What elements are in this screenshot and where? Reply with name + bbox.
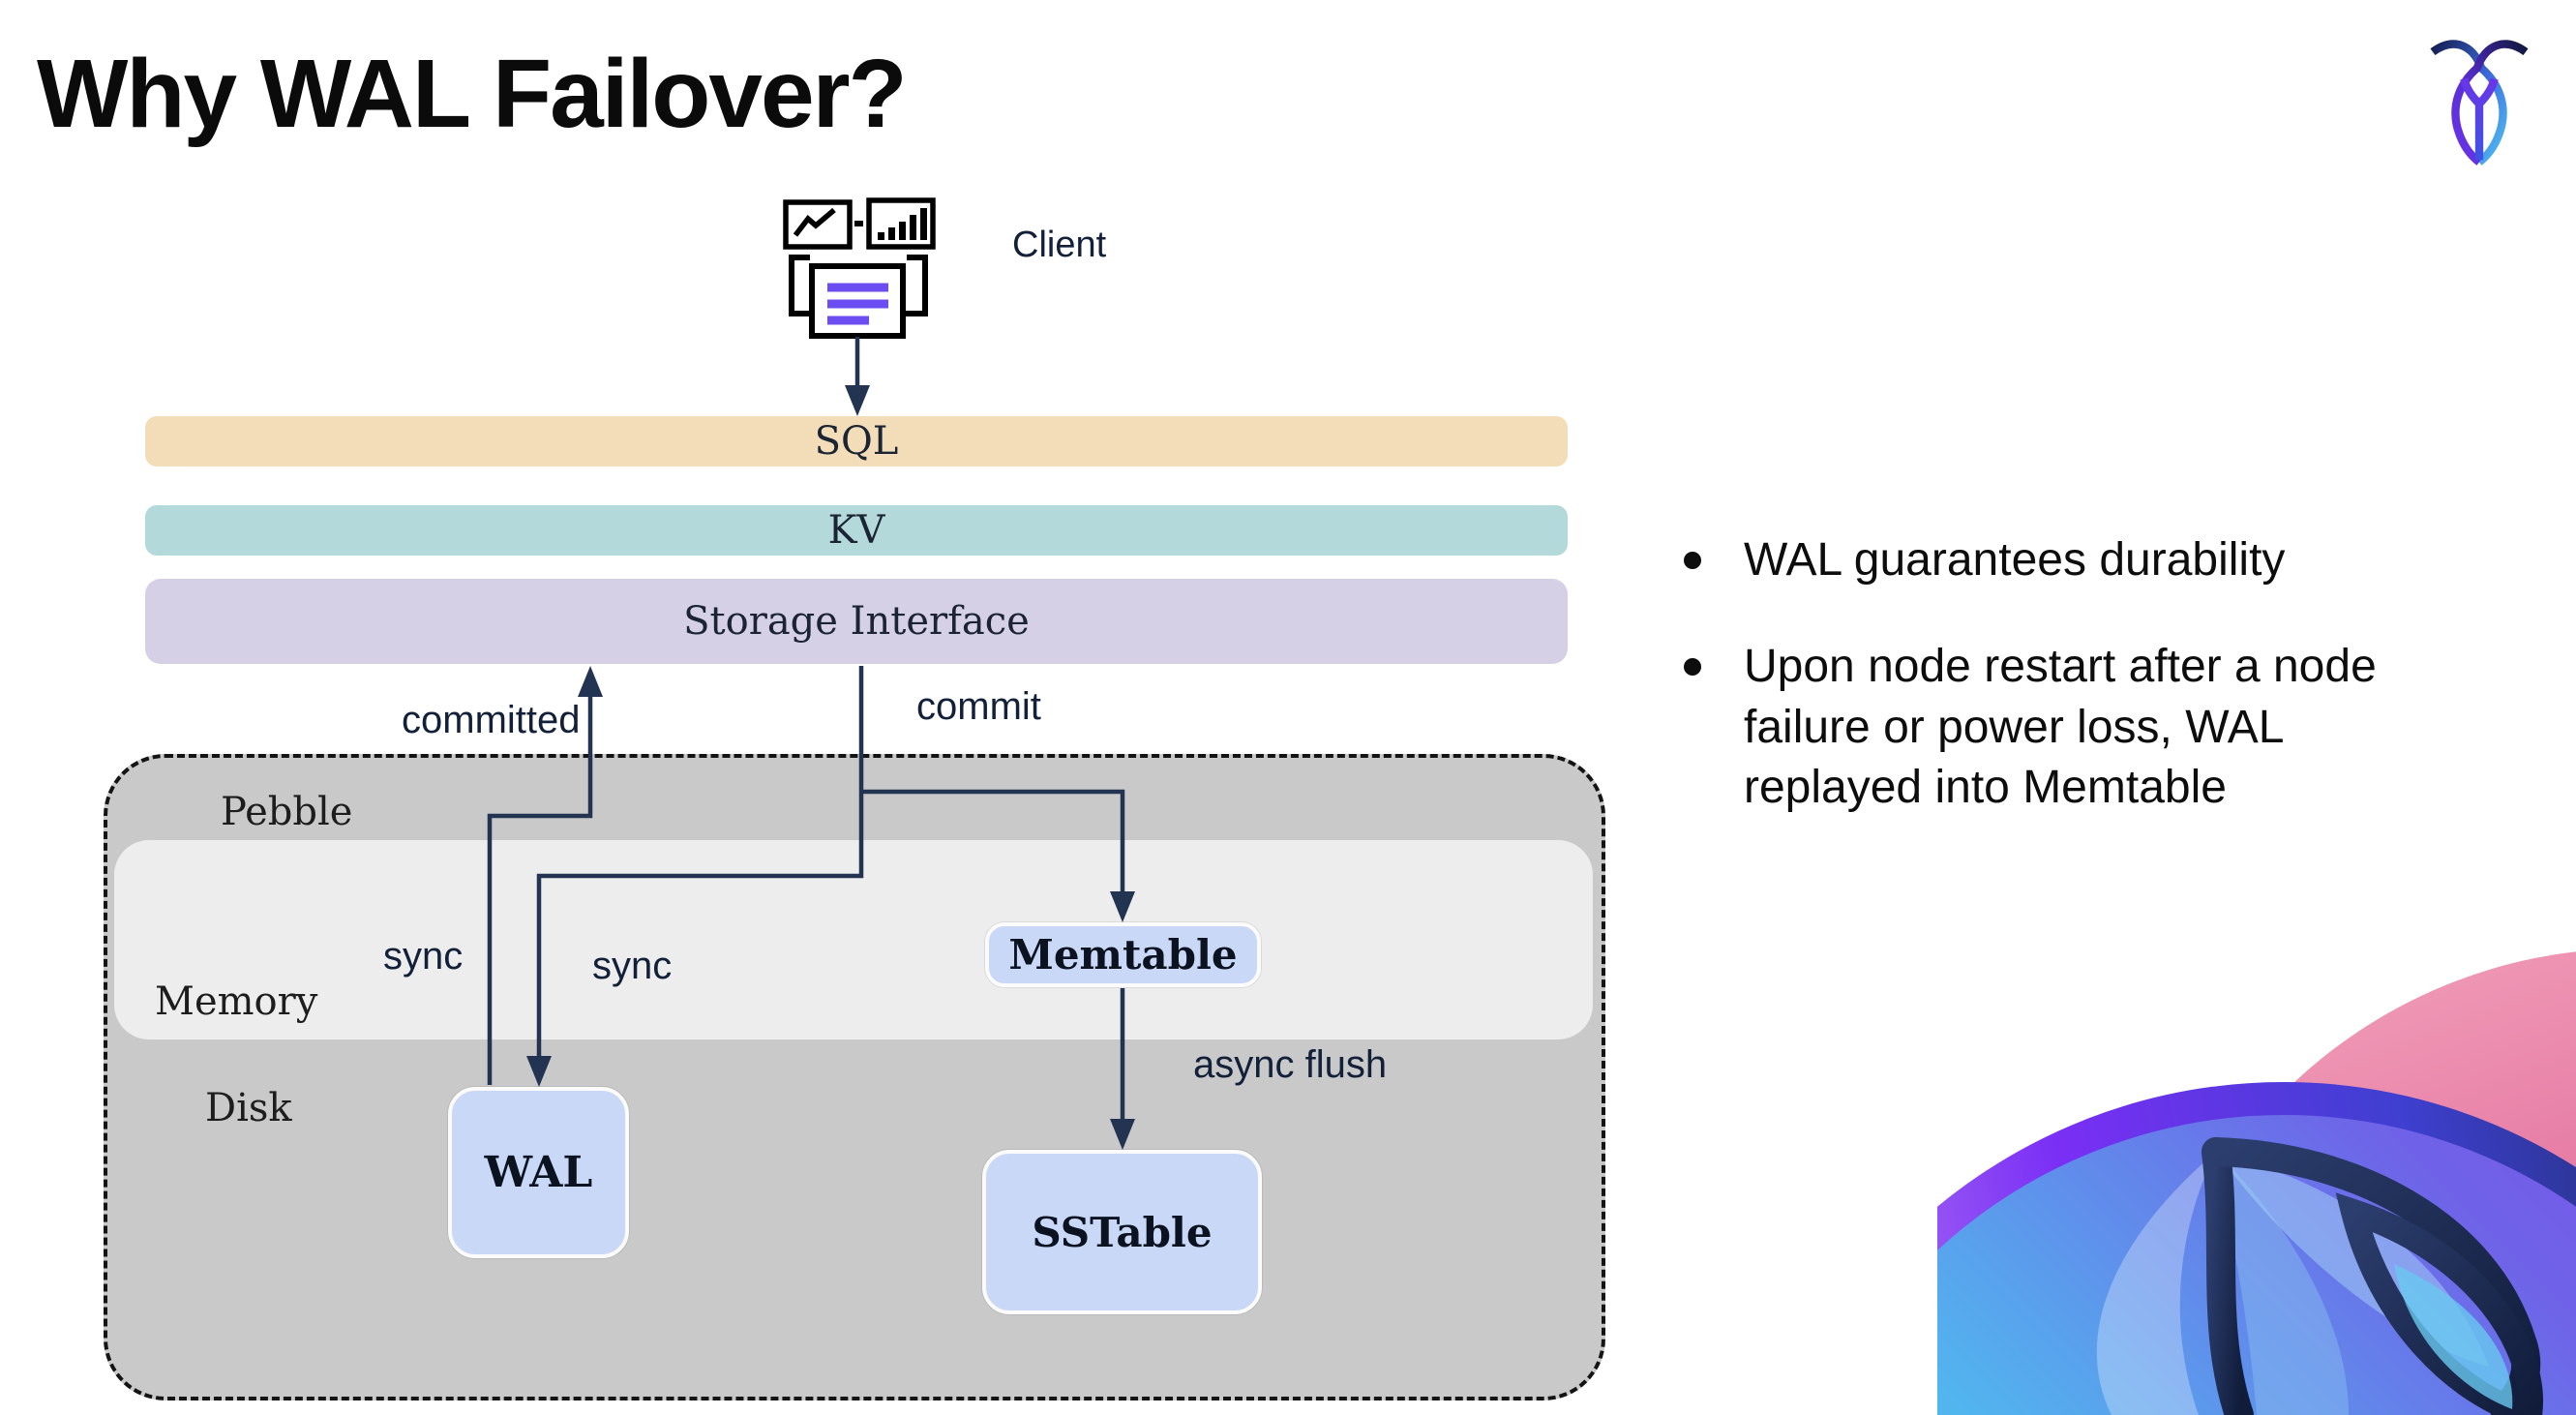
storage-interface-layer-bar: Storage Interface (145, 579, 1568, 664)
edge-label-sync-right: sync (592, 945, 673, 987)
sql-layer-label: SQL (814, 419, 899, 464)
bullet-dot (1684, 552, 1701, 569)
bullet-list: WAL guarantees durability Upon node rest… (1684, 530, 2477, 819)
bullet-dot (1684, 658, 1701, 677)
bracket-right-icon (897, 255, 928, 316)
edge-label-async-flush: async flush (1193, 1043, 1388, 1086)
dash-glyph (854, 221, 863, 226)
sql-layer-bar: SQL (145, 416, 1568, 467)
memtable-box: Memtable (985, 922, 1261, 987)
sstable-box-label: SSTable (1032, 1208, 1213, 1256)
kv-layer-label: KV (827, 508, 885, 553)
client-label: Client (1012, 225, 1107, 265)
sstable-box: SSTable (982, 1150, 1262, 1314)
edge-label-commit: commit (916, 685, 1041, 728)
arrowhead-up-storage (578, 666, 603, 697)
bullet-text: Upon node restart after a node failure o… (1744, 641, 2377, 814)
memory-zone (114, 840, 1593, 1039)
edge-label-sync-left: sync (383, 935, 464, 978)
bracket-left-icon (789, 255, 820, 316)
memtable-box-label: Memtable (1008, 931, 1238, 978)
wal-box-label: WAL (484, 1148, 593, 1197)
kv-layer-bar: KV (145, 505, 1568, 556)
client-icon (783, 197, 936, 339)
brand-sphere-art (1937, 951, 2576, 1415)
disk-label: Disk (205, 1086, 292, 1130)
pebble-label: Pebble (221, 790, 353, 834)
arrowhead-down-sql (845, 385, 870, 416)
bullet-text: WAL guarantees durability (1744, 534, 2286, 586)
page-title: Why WAL Failover? (37, 40, 908, 148)
line-chart-icon (783, 199, 853, 250)
storage-interface-layer-label: Storage Interface (683, 599, 1030, 644)
edge-label-committed: committed (402, 699, 581, 741)
cockroachdb-logo-icon (2430, 40, 2529, 166)
bullet-item: WAL guarantees durability (1684, 530, 2477, 590)
bullet-item: Upon node restart after a node failure o… (1684, 637, 2477, 818)
memory-label: Memory (155, 979, 318, 1024)
wal-box: WAL (448, 1087, 629, 1258)
